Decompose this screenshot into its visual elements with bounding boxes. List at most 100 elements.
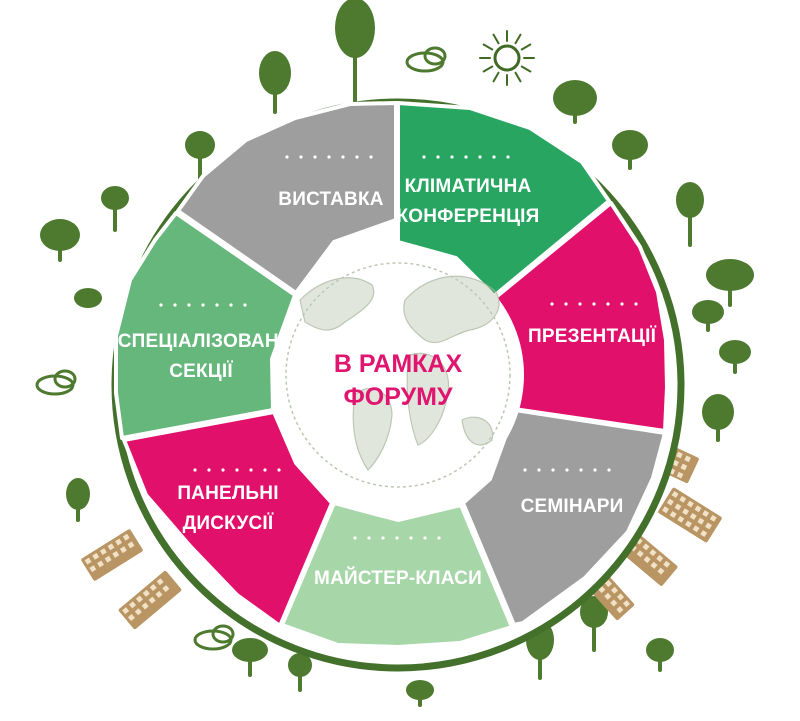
dot [193, 468, 197, 472]
building-window [104, 555, 112, 563]
tree-crown [406, 680, 434, 700]
sun-disc [493, 44, 521, 72]
dot [409, 536, 413, 540]
sun-ray [492, 33, 500, 45]
segment-seminars-label-line-1: СЕМІНАРИ [521, 496, 624, 517]
dot [221, 468, 225, 472]
tree-crown [646, 638, 674, 662]
segment-climate-conference-label-line-2: КОНФЕРЕНЦІЯ [396, 206, 539, 227]
building-window [623, 600, 631, 608]
dot [235, 468, 239, 472]
tree-icon [101, 186, 129, 232]
building-window [610, 586, 619, 594]
segment-panel-discussions-label-line-2: ДИСКУСІЇ [183, 513, 274, 534]
building-window [679, 495, 687, 503]
building-window [135, 595, 143, 603]
tree-icon [702, 394, 734, 442]
dot [565, 468, 569, 472]
segment-exhibition-label-line-1: ВИСТАВКА [278, 189, 383, 210]
segment-panel-discussions-label-line-1: ПАНЕЛЬНІ [177, 483, 278, 504]
tree-crown [101, 186, 129, 210]
globe-landmass [352, 387, 393, 471]
center-label-line-1: В РАМКАХ [334, 350, 463, 378]
segment-master-classes: МАЙСТЕР-КЛАСИ [280, 501, 514, 649]
segment-specialized-sections-label-line-2: СЕКЦІЇ [169, 361, 233, 382]
cloud-puff [423, 46, 447, 66]
building-window [129, 601, 137, 609]
building-window [89, 565, 97, 573]
center-hub: В РАМКАХ ФОРУМУ [272, 249, 524, 501]
building-icon [118, 570, 182, 630]
building-window [155, 590, 163, 598]
tree-icon [612, 130, 648, 170]
building-window [709, 514, 717, 522]
tree-crown [612, 130, 648, 160]
dot [263, 468, 267, 472]
building-window [650, 561, 658, 569]
building-window [142, 589, 150, 597]
tree-icon [232, 638, 268, 677]
dot [159, 303, 163, 307]
tree-crown [553, 80, 597, 116]
segment-panel-discussions-shape [122, 410, 334, 628]
building-window [656, 554, 664, 562]
cloud-puff [53, 369, 77, 389]
dot [369, 155, 373, 159]
building-window [686, 500, 694, 508]
dot [249, 468, 253, 472]
sun-ray [482, 43, 494, 51]
segment-climate-conference-dots [422, 155, 510, 159]
segment-master-classes-shape [280, 501, 514, 649]
dot [201, 303, 205, 307]
tree-icon [406, 680, 434, 707]
dot [422, 155, 426, 159]
building-window [92, 552, 100, 560]
building-window [162, 585, 170, 593]
cloud-icon [193, 624, 235, 651]
tree-crown [288, 653, 312, 677]
dot [229, 303, 233, 307]
building-window [682, 508, 690, 516]
dot [564, 302, 568, 306]
tree-icon [335, 0, 375, 107]
building-window [149, 583, 157, 592]
segment-exhibition-dots [285, 155, 373, 159]
building-window [643, 556, 651, 564]
sun-ray [482, 65, 494, 73]
globe-landmass [461, 416, 494, 446]
building-window [663, 560, 671, 568]
building-window [122, 607, 130, 615]
building-window [671, 491, 679, 498]
building-window [685, 520, 692, 528]
segment-presentations-dots [550, 302, 638, 306]
building-window [127, 614, 135, 622]
dot [478, 155, 482, 159]
dot [634, 302, 638, 306]
tree-icon [719, 340, 751, 374]
segment-presentations-label-line-1: ПРЕЗЕНТАЦІЇ [528, 326, 657, 347]
building-window [610, 599, 618, 607]
building-window [141, 602, 149, 610]
building-window [604, 592, 612, 600]
sun-icon [479, 30, 535, 86]
dot [381, 536, 385, 540]
dot [243, 303, 247, 307]
building-window [657, 567, 665, 575]
globe-icon [285, 262, 511, 488]
dot [299, 155, 303, 159]
segment-master-classes-dots [353, 536, 441, 540]
tree-crown [676, 182, 704, 218]
building-window [148, 596, 156, 604]
building-icon [622, 534, 678, 586]
tree-icon [288, 653, 312, 692]
building-window [702, 510, 710, 518]
building-icon [658, 487, 722, 543]
dot [620, 302, 624, 306]
tree-crown [706, 259, 754, 291]
sun-ray [514, 33, 522, 45]
center-label-line-2: ФОРУМУ [343, 383, 453, 411]
segment-panel-discussions: ПАНЕЛЬНІ ДИСКУСІЇ [122, 410, 334, 628]
